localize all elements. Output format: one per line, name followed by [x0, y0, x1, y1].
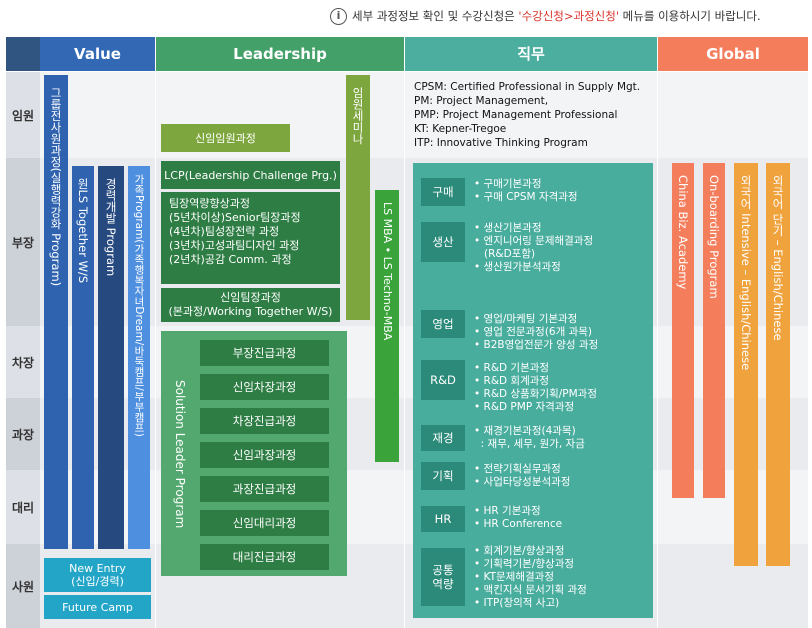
jikmu-course-list: • 생산기본과정 • 엔지니어링 문제해결과정 (R&D포함) • 생산원가분석…: [474, 222, 594, 273]
team-boost-title: 팀장역량향상과정: [169, 197, 250, 210]
rank-label: 부장: [6, 158, 40, 326]
value-group-program-bar[interactable]: 그룹전사원과정(실행력강화 Program): [44, 75, 68, 549]
value-family-bar[interactable]: 가족Program(가족행복자녀Dream/바둑캠프/부부캠프): [128, 166, 150, 549]
solution-course-button[interactable]: 과장진급과정: [200, 476, 329, 502]
rank-label: 대리: [6, 470, 40, 544]
notice-text: 세부 과정정보 확인 및 수강신청은 '수강신청>과정신청' 메뉴를 이용하시기…: [352, 9, 761, 23]
team-boost-item: (3년차)고성과팀디자인 과정: [169, 239, 300, 252]
notice-bar: i 세부 과정정보 확인 및 수강신청은 '수강신청>과정신청' 메뉴를 이용하…: [330, 6, 810, 26]
header-jikmu: 직무: [405, 37, 657, 71]
solution-course-button[interactable]: 신임차장과정: [200, 374, 329, 400]
jikmu-course-list: • 회계기본/향상과정 • 기획력기본/향상과정 • KT문제해결과정 • 맥킨…: [474, 545, 587, 609]
jikmu-category-label[interactable]: 공통 역량: [421, 548, 465, 606]
exec-seminar-bar[interactable]: 임원세미나: [346, 75, 370, 320]
lcp-course[interactable]: LCP(Leadership Challenge Prg.): [161, 161, 340, 189]
jikmu-category-label[interactable]: R&D: [421, 360, 465, 400]
solution-leader-label: Solution Leader Program: [173, 380, 187, 529]
new-team-leader-course[interactable]: 신임팀장과정(본과정/Working Together W/S): [161, 288, 340, 322]
global-onboarding-bar[interactable]: On-boarding Program: [703, 163, 725, 498]
jikmu-category-label[interactable]: 구매: [421, 178, 465, 206]
header-global: Global: [658, 37, 808, 71]
global-china-bar[interactable]: China Biz. Academy: [672, 163, 694, 498]
header-corner: [6, 37, 40, 71]
jikmu-course-list: • 영업/마케팅 기본과정 • 영업 전문과정(6개 과목) • B2B영업전문…: [474, 313, 599, 351]
divider: [657, 72, 658, 628]
solution-course-button[interactable]: 신임대리과정: [200, 510, 329, 536]
header-leadership: Leadership: [156, 37, 404, 71]
new-entry-button[interactable]: New Entry(신입/경력): [44, 558, 151, 592]
info-icon: i: [330, 7, 347, 25]
divider: [404, 72, 405, 628]
rank-label: 임원: [6, 72, 40, 158]
ls-mba-bar[interactable]: LS MBA • LS Techno-MBA: [375, 190, 399, 462]
solution-course-button[interactable]: 대리진급과정: [200, 544, 329, 570]
legend-line: CPSM: Certified Professional in Supply M…: [414, 81, 641, 93]
jikmu-category-label[interactable]: 기획: [421, 462, 465, 490]
global-language-intensive-bar[interactable]: 외국어 Intensive – English/Chinese: [734, 163, 758, 566]
jikmu-category-label[interactable]: HR: [421, 506, 465, 532]
rank-label: 과장: [6, 398, 40, 470]
global-language-short-bar[interactable]: 외국어 단기 – English/Chinese: [766, 163, 790, 566]
jikmu-course-list: • R&D 기본과정 • R&D 회계과정 • R&D 상품화기획/PM과정 •…: [474, 362, 597, 413]
team-boost-item: (5년차이상)Senior팀장과정: [169, 211, 301, 224]
legend-line: PM: Project Management,: [414, 95, 549, 107]
jikmu-course-list: • 구매기본과정 • 구매 CPSM 자격과정: [474, 178, 578, 203]
header-value: Value: [40, 37, 155, 71]
jikmu-legend: CPSM: Certified Professional in Supply M…: [414, 80, 654, 150]
divider: [155, 72, 156, 628]
team-leader-boost-box[interactable]: 팀장역량향상과정 (5년차이상)Senior팀장과정 (4년차)팀성장전략 과정…: [161, 192, 340, 284]
solution-course-button[interactable]: 신임과장과정: [200, 442, 329, 468]
team-boost-item: (2년차)공감 Comm. 과정: [169, 253, 292, 266]
team-boost-item: (4년차)팀성장전략 과정: [169, 225, 280, 238]
solution-course-button[interactable]: 부장진급과정: [200, 340, 329, 366]
new-exec-course[interactable]: 신임임원과정: [161, 124, 290, 152]
legend-line: KT: Kepner-Tregoe: [414, 123, 507, 135]
course-apply-menu-link[interactable]: '수강신청>과정신청': [518, 9, 620, 23]
future-camp-button[interactable]: Future Camp: [44, 595, 151, 619]
jikmu-category-label[interactable]: 영업: [421, 310, 465, 338]
solution-course-button[interactable]: 차장진급과정: [200, 408, 329, 434]
value-career-bar[interactable]: 경력개발 Program: [98, 166, 124, 549]
rank-label: 차장: [6, 326, 40, 398]
value-together-bar[interactable]: 원LS Together W/S: [72, 166, 94, 549]
rank-label: 사원: [6, 544, 40, 628]
jikmu-course-list: • 전략기획실무과정 • 사업타당성분석과정: [474, 463, 571, 488]
jikmu-category-label[interactable]: 생산: [421, 222, 465, 262]
jikmu-course-list: • 재경기본과정(4과목) : 재무, 세무, 원가, 자금: [474, 425, 585, 450]
legend-line: ITP: Innovative Thinking Program: [414, 137, 588, 149]
jikmu-course-list: • HR 기본과정 • HR Conference: [474, 505, 563, 530]
jikmu-category-label[interactable]: 재경: [421, 425, 465, 451]
legend-line: PMP: Project Management Professional: [414, 109, 618, 121]
